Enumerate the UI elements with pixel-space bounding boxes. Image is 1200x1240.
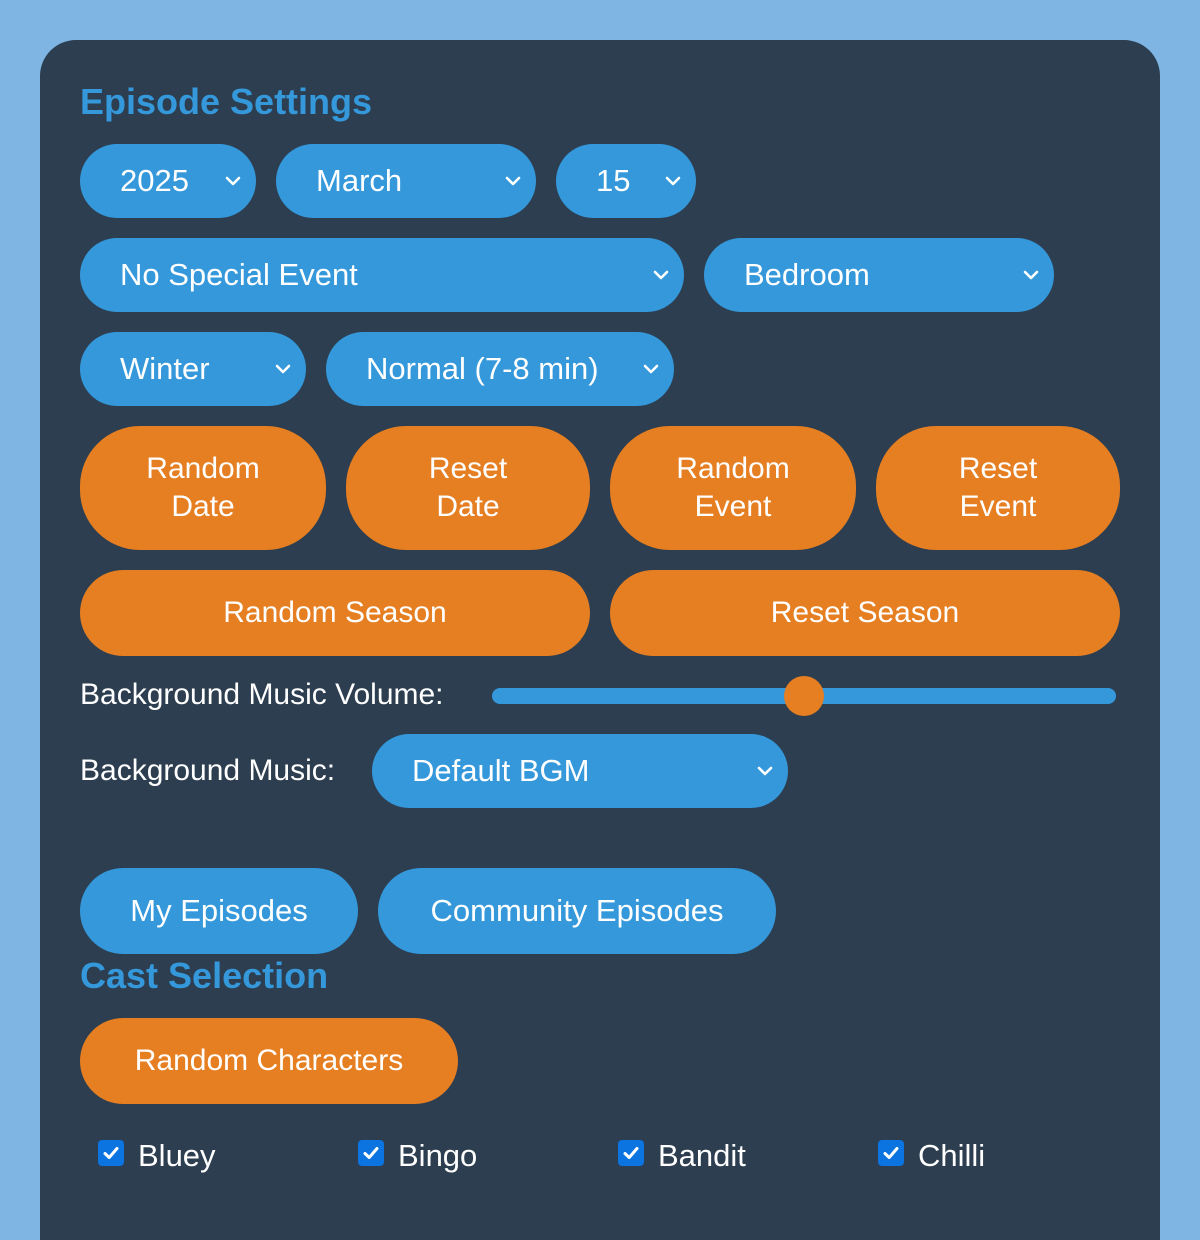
random-season-button[interactable]: Random Season xyxy=(80,570,590,656)
reset-date-button[interactable]: Reset Date xyxy=(346,426,590,550)
year-select[interactable]: 2025 xyxy=(80,144,256,218)
special-event-select[interactable]: No Special Event xyxy=(80,238,684,312)
random-date-label: Random Date xyxy=(146,452,260,523)
month-value: March xyxy=(316,163,403,198)
year-value: 2025 xyxy=(120,163,189,198)
checkmark-icon xyxy=(103,1147,119,1159)
my-episodes-button[interactable]: My Episodes xyxy=(80,868,358,954)
reset-date-label: Reset Date xyxy=(428,452,508,523)
community-episodes-label: Community Episodes xyxy=(430,893,724,928)
bingo-checkbox[interactable] xyxy=(358,1140,384,1166)
day-value: 15 xyxy=(596,163,631,198)
volume-slider-thumb[interactable] xyxy=(784,676,824,716)
episode-length-value: Normal (7-8 min) xyxy=(366,351,599,386)
season-select[interactable]: Winter xyxy=(80,332,306,406)
chevron-down-icon xyxy=(505,176,521,186)
special-event-value: No Special Event xyxy=(120,257,358,292)
location-select[interactable]: Bedroom xyxy=(704,238,1054,312)
chevron-down-icon xyxy=(653,270,669,280)
chevron-down-icon xyxy=(1023,270,1039,280)
chevron-down-icon xyxy=(643,364,659,374)
month-select[interactable]: March xyxy=(276,144,536,218)
my-episodes-label: My Episodes xyxy=(130,893,308,928)
chilli-label: Chilli xyxy=(918,1138,986,1173)
checkmark-icon xyxy=(363,1147,379,1159)
chilli-checkbox[interactable] xyxy=(878,1140,904,1166)
bluey-checkbox[interactable] xyxy=(98,1140,124,1166)
checkmark-icon xyxy=(883,1147,899,1159)
cast-selection-heading: Cast Selection xyxy=(80,955,329,996)
community-episodes-button[interactable]: Community Episodes xyxy=(378,868,776,954)
bingo-label: Bingo xyxy=(398,1138,478,1173)
day-select[interactable]: 15 xyxy=(556,144,696,218)
background-music-label: Background Music: xyxy=(80,754,336,787)
reset-season-button[interactable]: Reset Season xyxy=(610,570,1120,656)
chevron-down-icon xyxy=(665,176,681,186)
random-event-label: Random Event xyxy=(676,452,790,523)
bluey-label: Bluey xyxy=(138,1138,216,1173)
random-characters-button[interactable]: Random Characters xyxy=(80,1018,458,1104)
reset-event-label: Reset Event xyxy=(958,452,1038,523)
chevron-down-icon xyxy=(275,364,291,374)
episode-length-select[interactable]: Normal (7-8 min) xyxy=(326,332,674,406)
bandit-label: Bandit xyxy=(658,1138,746,1173)
bandit-checkbox[interactable] xyxy=(618,1140,644,1166)
background-music-value: Default BGM xyxy=(412,753,590,788)
chevron-down-icon xyxy=(225,176,241,186)
reset-season-label: Reset Season xyxy=(770,596,960,629)
background-music-select[interactable]: Default BGM xyxy=(372,734,788,808)
checkmark-icon xyxy=(623,1147,639,1159)
random-event-button[interactable]: Random Event xyxy=(610,426,856,550)
random-characters-label: Random Characters xyxy=(134,1044,404,1077)
volume-label: Background Music Volume: xyxy=(80,678,444,711)
location-value: Bedroom xyxy=(744,257,870,292)
episode-settings-heading: Episode Settings xyxy=(80,81,373,122)
random-date-button[interactable]: Random Date xyxy=(80,426,326,550)
chevron-down-icon xyxy=(757,766,773,776)
random-season-label: Random Season xyxy=(223,596,447,629)
reset-event-button[interactable]: Reset Event xyxy=(876,426,1120,550)
season-value: Winter xyxy=(120,351,210,386)
